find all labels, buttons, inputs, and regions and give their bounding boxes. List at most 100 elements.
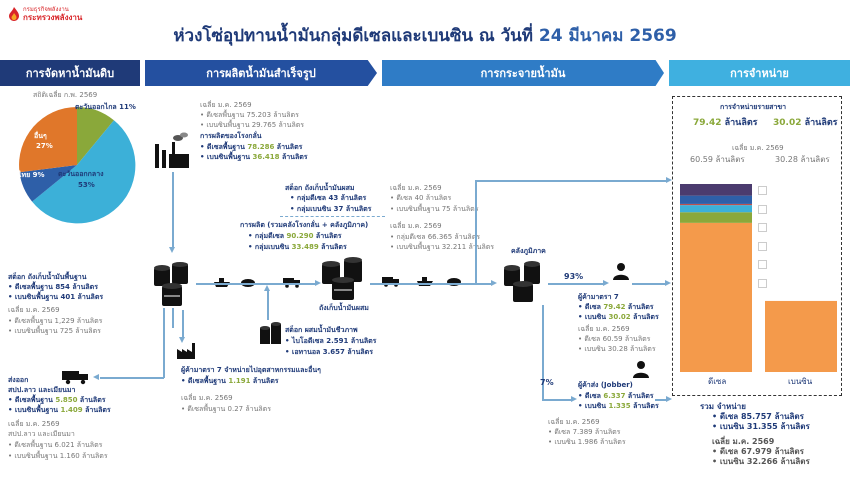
legend-swatch (758, 260, 767, 269)
refinery-benzin: เบนซินพื้นฐาน 36.418 ล้านลิตร (200, 153, 308, 162)
jobber-benzin: เบนซิน 1.335 ล้านลิตร (578, 402, 659, 411)
page-title: ห่วงโซ่อุปทานน้ำมันกลุ่มดีเซลและเบนซิน ณ… (0, 22, 850, 49)
trader7-industry-diesel: ดีเซลพื้นฐาน 1.191 ล้านลิตร (181, 377, 279, 386)
jobber-avg-benzin: เบนซิน 1.986 ล้านลิตร (548, 438, 625, 447)
refinery-icon (155, 132, 189, 168)
trader7-industry-avg-diesel: ดีเซลพื้นฐาน 0.27 ล้านลิตร (181, 405, 271, 414)
flow-to-export-v (163, 308, 165, 378)
retail-avg-diesel: 60.59 ล้านลิตร (690, 155, 745, 164)
base-stock-avg-diesel: ดีเซลพื้นฐาน 1,229 ล้านลิตร (8, 317, 102, 326)
export-arrow (93, 374, 99, 380)
export-benzin: เบนซินพื้นฐาน 1.409 ล้านลิตร (8, 406, 111, 415)
blend-stock-benzin: กลุ่มเบนซิน 37 ล้านลิตร (290, 205, 372, 214)
legend-item: อุตสาหกรรม (758, 241, 809, 252)
base-stock-avg-benzin: เบนซินพื้นฐาน 725 ล้านลิตร (8, 327, 101, 336)
flow-dist-up (475, 180, 477, 284)
legend-label: อุตสาหกรรม (771, 241, 809, 250)
export-subtitle: สปป.ลาว และเมียนมา (8, 386, 76, 394)
bar-segment-0-1 (680, 212, 752, 223)
blend-stock-avg-benzin: เบนซินพื้นฐาน 75 ล้านลิตร (390, 205, 478, 214)
legend-item: ขนส่ง (758, 259, 788, 270)
export-diesel: ดีเซลพื้นฐาน 5.850 ล้านลิตร (8, 396, 106, 405)
jobber-diesel: ดีเซล 6.337 ล้านลิตร (578, 392, 654, 401)
header-distribution: การกระจายน้ำมัน (382, 60, 664, 86)
flow-biofuel-up (264, 285, 270, 320)
prod-avg-diesel: ดีเซลพื้นฐาน 75.203 ล้านลิตร (200, 111, 299, 120)
pct-7: 7% (540, 378, 554, 387)
total-sales-avg-diesel: ดีเซล 67.979 ล้านลิตร (712, 447, 804, 457)
legend-swatch (758, 204, 767, 214)
base-stock-title: สต็อก ถังเก็บน้ำมันพื้นฐาน (8, 273, 87, 281)
flow-depot-down (542, 305, 544, 400)
blend-stock-avg: เฉลี่ย ม.ค. 2569 (390, 184, 442, 192)
header-refining: การผลิตน้ำมันสำเร็จรูป (145, 60, 377, 86)
legend-item: ราชการและรัฐวิสาหกิจ (758, 204, 841, 215)
logo-line1: กรมธุรกิจพลังงาน (23, 6, 69, 13)
branch-sales-benzin: 30.02 ล้านลิตร (773, 118, 838, 128)
trader7-avg-diesel: ดีเซล 60.59 ล้านลิตร (578, 335, 650, 344)
factory-icon (177, 343, 195, 359)
biofuel-ethanol: เอทานอล 3.657 ล้านลิตร (285, 348, 373, 357)
total-sales-avg: เฉลี่ย ม.ค. 2569 (712, 437, 775, 446)
total-sales-avg-benzin: เบนซิน 32.266 ล้านลิตร (712, 457, 810, 467)
total-sales-benzin: เบนซิน 31.355 ล้านลิตร (712, 422, 810, 432)
crude-source-pie (19, 107, 136, 224)
blend-prod-title: การผลิต (รวมคลังโรงกลั่น + คลังภูมิภาค) (240, 221, 369, 229)
header-crude-supply: การจัดหาน้ำมันดิบ (0, 60, 140, 86)
bar-label-diesel: ดีเซล (708, 377, 727, 386)
legend-label: อื่นๆ (771, 186, 784, 194)
truck-icon (283, 278, 300, 288)
trader7-avg-benzin: เบนซิน 30.28 ล้านลิตร (578, 345, 655, 354)
flow-to-industry (179, 310, 185, 343)
pie-pct-middle-east: 53% (78, 181, 95, 189)
base-stock-benzin: เบนซินพื้นฐาน 401 ล้านลิตร (8, 293, 103, 302)
trader7-industry-title: ผู้ค้ามาตรา 7 จำหน่ายไปอุตสาหกรรมและอื่น… (181, 366, 321, 374)
refinery-title: การผลิตของโรงกลั่น (200, 132, 262, 140)
blend-prod-diesel: กลุ่มดีเซล 90.290 ล้านลิตร (248, 232, 342, 241)
regional-depot-icon (504, 261, 540, 302)
flow-trader7-to-retail (632, 280, 671, 286)
flow-base-down (172, 308, 174, 328)
legend-label: สถานีบริการ (771, 278, 809, 287)
legend-item: ไฟฟ้า (758, 222, 788, 233)
pie-label-far-east: ตะวันออกไกล 11% (75, 103, 136, 111)
biofuel-b100: ไบโอดีเซล 2.591 ล้านลิตร (285, 337, 377, 346)
logo-line2: กระทรวงพลังงาน (23, 13, 83, 22)
flow-to-export-h (100, 377, 164, 379)
flow-dist-to-retail (475, 177, 672, 183)
regional-depot-label: คลังภูมิภาค (511, 247, 546, 255)
jobber-title: ผู้ค้าส่ง (Jobber) (578, 381, 633, 389)
prod-avg-benzin: เบนซินพื้นฐาน 29.765 ล้านลิตร (200, 121, 304, 130)
base-stock-avg: เฉลี่ย ม.ค. 2569 (8, 306, 60, 314)
title-date: 24 มีนาคม 2569 (538, 26, 677, 46)
flow-blend-to-depot (370, 280, 497, 286)
flow-refinery-to-tank (169, 172, 175, 253)
jobber-avg: เฉลี่ย ม.ค. 2569 (548, 418, 600, 426)
retail-box (672, 96, 842, 396)
dist-pipeline-icon (447, 278, 461, 286)
total-sales-title: รวม จำหน่าย (700, 402, 746, 411)
legend-label: ราชการและรัฐวิสาหกิจ (771, 204, 841, 213)
pie-pct-other: 27% (36, 142, 53, 150)
retail-avg: เฉลี่ย ม.ค. 2569 (732, 144, 784, 152)
base-stock-diesel: ดีเซลพื้นฐาน 854 ล้านลิตร (8, 283, 98, 292)
legend-swatch (758, 278, 767, 288)
blend-stock-title: สต็อก ถังเก็บน้ำมันผสม (285, 184, 355, 192)
pie-label-middle-east: ตะวันออกกลาง (58, 170, 104, 178)
trader7-industry-avg: เฉลี่ย ม.ค. 2569 (181, 394, 233, 402)
bar-segment-0-5 (680, 184, 752, 196)
bar-segment-1-0 (765, 300, 837, 372)
prod-avg: เฉลี่ย ม.ค. 2569 (200, 101, 252, 109)
trader7-benzin: เบนซิน 30.02 ล้านลิตร (578, 313, 659, 322)
blend-tank-icon (322, 257, 362, 300)
blend-prod-avg: เฉลี่ย ม.ค. 2569 (390, 222, 442, 230)
retail-stacked-bar-chart (680, 184, 837, 372)
total-sales-diesel: ดีเซล 85.757 ล้านลิตร (712, 412, 804, 422)
storage-tank-icon (154, 262, 188, 306)
jobber-avg-diesel: ดีเซล 7.389 ล้านลิตร (548, 428, 620, 437)
pie-slice-thai (19, 165, 77, 202)
trader7-diesel: ดีเซล 79.42 ล้านลิตร (578, 303, 654, 312)
blend-stock-diesel: กลุ่มดีเซล 43 ล้านลิตร (290, 194, 366, 203)
biofuel-title: สต็อก ผสมน้ำมันชีวภาพ (285, 326, 358, 334)
bar-segment-0-2 (680, 205, 752, 213)
